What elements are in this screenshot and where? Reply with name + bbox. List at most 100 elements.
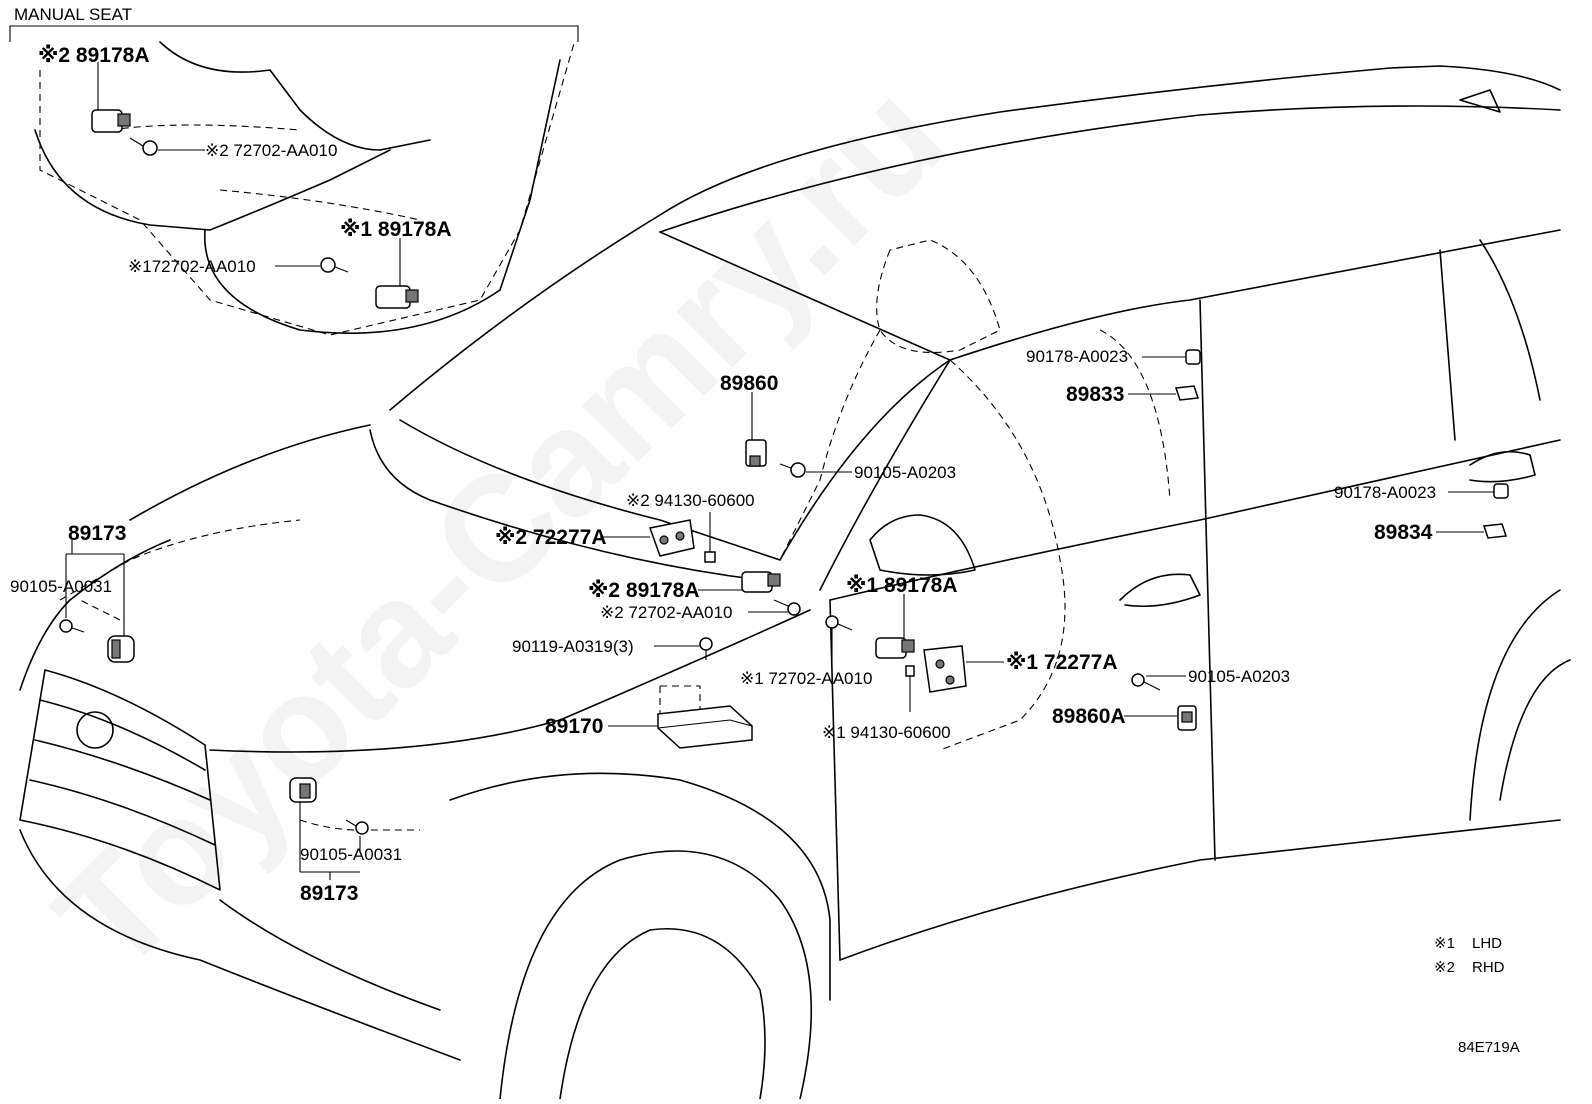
hood-hidden xyxy=(59,519,301,621)
label-89860A[interactable]: 89860A xyxy=(1052,705,1126,728)
b-pillar-line xyxy=(1199,299,1216,861)
leader-lines-89173-bottom xyxy=(299,802,361,880)
label-90178-A0023-right[interactable]: 90178-A0023 xyxy=(1334,483,1436,502)
label-72702-AA010-rhd[interactable]: ※2 72702-AA010 xyxy=(600,603,732,622)
inset-label-89178A-mid[interactable]: ※1 89178A xyxy=(340,218,452,241)
clip-94130-60600-lhd[interactable] xyxy=(905,665,915,677)
manual-seat-inset: MANUAL SEAT ※2 89178A ※2 72702-AA010 ※1 … xyxy=(9,5,579,336)
bolt-90119-A0319[interactable] xyxy=(699,637,713,660)
interior-hidden-line xyxy=(939,359,1066,751)
seat-cushion-outline xyxy=(34,129,391,231)
label-89173-bottom[interactable]: 89173 xyxy=(300,882,358,905)
inset-sensor-89178A-top[interactable] xyxy=(91,109,131,133)
label-90119-A0319[interactable]: 90119-A0319(3) xyxy=(512,637,634,656)
front-bumper xyxy=(19,829,461,1061)
hood-front-edge xyxy=(129,424,371,521)
bracket-72277A-rhd[interactable] xyxy=(649,519,695,557)
nut-90178-A0023-top[interactable] xyxy=(1185,349,1201,365)
legend-text-1: LHD xyxy=(1472,935,1502,952)
roof-line xyxy=(389,65,1561,411)
inset-label-89178A-top[interactable]: ※2 89178A xyxy=(38,44,150,67)
sensor-89833[interactable] xyxy=(1174,385,1200,401)
inset-region-outline xyxy=(39,39,576,336)
label-72702-AA010-lhd[interactable]: ※1 72702-AA010 xyxy=(740,669,872,688)
label-90105-A0031-left[interactable]: 90105-A0031 xyxy=(10,577,112,596)
label-89178A-rhd[interactable]: ※2 89178A xyxy=(588,579,700,602)
bolt-72702-AA010-lhd[interactable] xyxy=(825,615,853,631)
label-94130-60600-rhd[interactable]: ※2 94130-60600 xyxy=(626,491,755,510)
label-94130-60600-lhd[interactable]: ※1 94130-60600 xyxy=(822,723,951,742)
sensor-89860A[interactable] xyxy=(1177,705,1197,731)
badge-emblem xyxy=(76,711,114,749)
seat-hidden-line xyxy=(779,329,881,561)
inset-label-72702-mid[interactable]: ※172702-AA010 xyxy=(128,257,256,276)
inset-bolt-72702-mid[interactable] xyxy=(320,257,349,273)
sensor-89178A-lhd[interactable] xyxy=(875,637,915,659)
legend-mark-2: ※2 xyxy=(1434,959,1455,976)
bracket-72277A-lhd[interactable] xyxy=(923,645,967,693)
front-wheel-arch xyxy=(449,772,831,1001)
label-89834[interactable]: 89834 xyxy=(1374,521,1433,544)
seat-back-outline xyxy=(159,41,431,151)
label-72277A-rhd[interactable]: ※2 72277A xyxy=(495,526,607,549)
inset-bracket xyxy=(9,25,579,42)
grille-slats xyxy=(29,699,216,846)
roof-line-inner xyxy=(659,105,1561,233)
rear-door-handle xyxy=(1469,450,1536,483)
sensor-89860[interactable] xyxy=(745,439,767,467)
airbag-ecu-89170[interactable] xyxy=(657,685,753,749)
leader-lines-89173-left xyxy=(65,540,125,636)
driver-seat-outline xyxy=(876,239,1001,353)
label-89173-left[interactable]: 89173 xyxy=(68,522,126,545)
nut-90178-A0023-right[interactable] xyxy=(1493,483,1509,499)
vehicle-outline xyxy=(19,65,1571,1100)
label-90178-A0023-top[interactable]: 90178-A0023 xyxy=(1026,347,1128,366)
sill-line xyxy=(839,819,1561,961)
label-90105-A0203-right[interactable]: 90105-A0203 xyxy=(1188,667,1290,686)
bolt-90105-A0031-bottom[interactable] xyxy=(345,819,369,835)
inset-sensor-89178A-mid[interactable] xyxy=(375,285,419,309)
region-legend: ※1 LHD ※2 RHD xyxy=(1434,935,1505,976)
clip-94130-60600-rhd[interactable] xyxy=(704,551,716,563)
sensor-89178A-rhd[interactable] xyxy=(741,571,781,593)
legend-mark-1: ※1 xyxy=(1434,935,1455,952)
inset-title: MANUAL SEAT xyxy=(14,5,132,24)
label-90105-A0031-bottom[interactable]: 90105-A0031 xyxy=(300,845,402,864)
rear-window-edge xyxy=(1479,239,1541,401)
seat-hidden-edge xyxy=(109,124,301,131)
front-tire xyxy=(499,850,812,1100)
seat-side-outline xyxy=(204,59,561,334)
bolt-90105-A0031-left[interactable] xyxy=(59,619,85,633)
bumper-crease xyxy=(219,899,441,1011)
label-89833[interactable]: 89833 xyxy=(1066,383,1124,406)
label-72277A-lhd[interactable]: ※1 72277A xyxy=(1006,651,1118,674)
windshield-lower xyxy=(399,359,951,561)
bolt-72702-AA010-rhd[interactable] xyxy=(773,599,801,616)
windshield-upper xyxy=(659,231,951,361)
label-90105-A0203-top[interactable]: 90105-A0203 xyxy=(854,463,956,482)
front-door-handle xyxy=(1119,573,1201,608)
sensor-89173-bottom[interactable] xyxy=(289,777,317,803)
label-89170[interactable]: 89170 xyxy=(545,715,603,738)
grille-outline xyxy=(19,669,221,891)
window-top-line xyxy=(819,229,1561,591)
bolt-90105-A0203-right[interactable] xyxy=(1131,673,1161,691)
legend-text-2: RHD xyxy=(1472,959,1505,976)
rear-tire xyxy=(1499,659,1571,801)
inset-bolt-72702-top[interactable] xyxy=(129,137,158,156)
b-pillar-hidden xyxy=(1099,329,1171,501)
sensor-89173-left[interactable] xyxy=(107,635,135,663)
bolt-90105-A0203-top[interactable] xyxy=(779,462,806,478)
label-89860[interactable]: 89860 xyxy=(720,372,778,395)
inset-label-72702-top[interactable]: ※2 72702-AA010 xyxy=(205,141,337,160)
hood-rear-edge xyxy=(369,429,761,581)
label-89178A-lhd[interactable]: ※1 89178A xyxy=(846,574,958,597)
c-pillar-line xyxy=(1439,249,1456,441)
sensor-89834[interactable] xyxy=(1482,523,1508,539)
diagram-code: 84E719A xyxy=(1458,1039,1520,1056)
beltline xyxy=(829,439,1561,601)
hood-nose xyxy=(19,539,171,691)
hood-side-line xyxy=(209,609,811,753)
